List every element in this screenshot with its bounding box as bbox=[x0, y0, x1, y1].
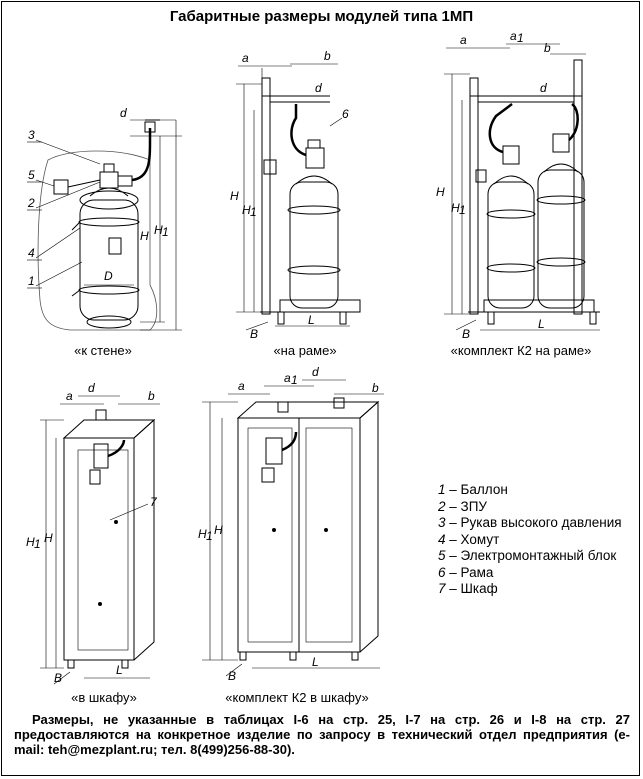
legend-item: 3 – Рукав высокого давления bbox=[438, 515, 622, 530]
electrical-block-shape bbox=[53, 179, 69, 195]
callout-7: 7 bbox=[150, 495, 158, 509]
cabinet-shape bbox=[63, 437, 135, 661]
dim-H1-label: H bbox=[154, 223, 163, 237]
dim-H1-sub: 1 bbox=[34, 537, 41, 551]
callout-2: 2 bbox=[27, 196, 35, 210]
dim-L-label: L bbox=[308, 313, 315, 327]
dim-B-label: B bbox=[54, 671, 62, 685]
dim-H1-label: H bbox=[451, 201, 460, 215]
legend-item: 4 – Хомут bbox=[438, 531, 500, 547]
dim-L-label: L bbox=[538, 317, 545, 331]
cabinet-drawing bbox=[40, 395, 160, 685]
dim-D-label: D bbox=[104, 269, 113, 283]
dim-d-label: d bbox=[312, 365, 319, 379]
dim-a-label: a bbox=[66, 389, 73, 403]
dim-d-label: d bbox=[315, 81, 322, 95]
dim-H1-sub: 1 bbox=[206, 529, 213, 543]
frame-shape bbox=[261, 77, 271, 315]
caption-kit-cabinet: «комплект К2 в шкафу» bbox=[225, 690, 369, 705]
valve-shape bbox=[99, 171, 119, 189]
dim-B-label: B bbox=[250, 327, 258, 341]
dim-a1-label: a bbox=[284, 371, 291, 385]
dim-d-label: d bbox=[540, 81, 547, 95]
dim-b-label: b bbox=[372, 381, 379, 395]
legend-item: 1 – Баллон bbox=[438, 482, 508, 497]
dim-B-label: B bbox=[228, 669, 236, 683]
frame-mount-drawing bbox=[236, 63, 361, 331]
legend-item: 7 – Шкаф bbox=[438, 581, 498, 596]
hose-shape bbox=[131, 128, 152, 182]
legend-item: 2 – ЗПУ bbox=[438, 498, 487, 514]
wall-mount-drawing bbox=[27, 119, 182, 331]
dim-L-label: L bbox=[312, 655, 319, 669]
caption-kit-frame: «комплект К2 на раме» bbox=[450, 343, 592, 358]
caption-frame: «на раме» bbox=[273, 343, 337, 358]
dim-H1-label: H bbox=[242, 203, 251, 217]
dim-B-label: B bbox=[462, 327, 470, 341]
dim-H1-label: H bbox=[26, 535, 35, 549]
dim-H1-sub: 1 bbox=[459, 203, 466, 217]
legend-item: 5 – Электромонтажный блок bbox=[438, 548, 617, 563]
caption-cabinet: «в шкафу» bbox=[71, 690, 137, 705]
dim-a-label: a bbox=[242, 51, 249, 65]
dim-H-label: H bbox=[436, 185, 445, 199]
legend-item: 6 – Рама bbox=[438, 564, 494, 580]
dim-a-label: a bbox=[460, 33, 467, 47]
cylinder-shape bbox=[289, 181, 339, 309]
dim-d-label: d bbox=[88, 381, 95, 395]
dim-H-label: H bbox=[140, 229, 149, 243]
cylinder-shape bbox=[79, 199, 139, 321]
dim-H1-label: H bbox=[198, 527, 207, 541]
dim-H1-sub: 1 bbox=[250, 205, 257, 219]
callout-4: 4 bbox=[28, 246, 35, 260]
footnote: Размеры, не указанные в таблицах I-6 на … bbox=[14, 712, 630, 757]
dim-L-label: L bbox=[116, 663, 123, 677]
callout-5: 5 bbox=[28, 168, 35, 182]
dim-a1-sub: 1 bbox=[517, 31, 524, 45]
kit-cabinet-drawing bbox=[202, 379, 384, 677]
dim-H-label: H bbox=[230, 189, 239, 203]
legend: 1 – Баллон 2 – ЗПУ 3 – Рукав высокого да… bbox=[438, 482, 622, 598]
dim-b-label: b bbox=[324, 49, 331, 63]
callout-1: 1 bbox=[28, 274, 35, 288]
dim-a1-sub: 1 bbox=[291, 373, 298, 387]
dim-H-label: H bbox=[214, 523, 223, 537]
dim-a-label: a bbox=[238, 379, 245, 393]
clamp-shape bbox=[78, 217, 140, 227]
page-title: Габаритные размеры модулей типа 1МП bbox=[169, 8, 474, 25]
dim-b-label: b bbox=[544, 41, 551, 55]
dim-b-label: b bbox=[148, 389, 155, 403]
kit-frame-mount-drawing bbox=[444, 43, 600, 331]
dim-H-label: H bbox=[44, 531, 53, 545]
caption-wall: «к стене» bbox=[74, 343, 132, 358]
dim-H1-sub: 1 bbox=[162, 225, 169, 239]
dim-d-label: d bbox=[120, 106, 127, 120]
callout-6: 6 bbox=[342, 107, 349, 121]
dim-a1-label: a bbox=[510, 29, 517, 43]
callout-3: 3 bbox=[28, 128, 35, 142]
